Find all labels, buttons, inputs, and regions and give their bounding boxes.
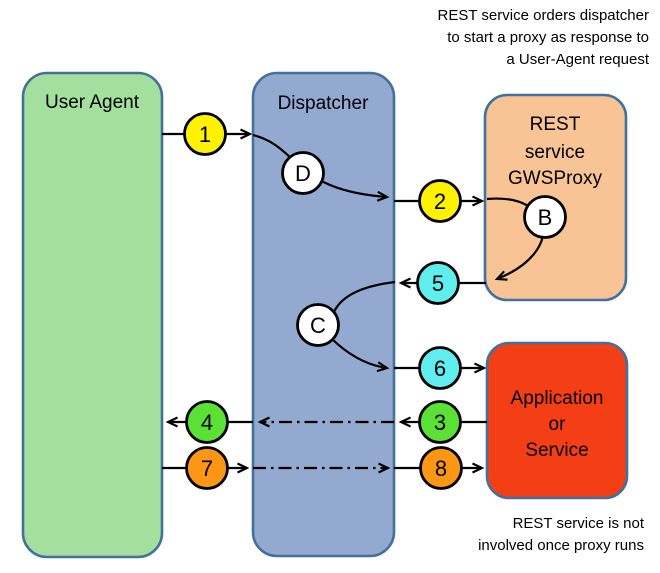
application-label-line1: Application: [511, 388, 604, 409]
step-4-circle: [185, 400, 229, 444]
step-2-circle: [418, 179, 462, 223]
application-service-box: [485, 341, 629, 500]
step-1-circle: [183, 112, 227, 156]
step-5-label: 5: [432, 271, 444, 296]
bottom-annotation-line1: REST service is not: [513, 515, 645, 532]
top-annotation-line3: a User-Agent request: [506, 51, 649, 68]
dispatcher-curve-c-lower: [331, 338, 390, 373]
dispatcher-label: Dispatcher: [278, 93, 369, 114]
letter-d-label: D: [295, 161, 311, 186]
top-annotation-line1: REST service orders dispatcher: [438, 7, 649, 24]
step-8-label: 8: [435, 456, 447, 481]
rest-service-label-line1: REST: [530, 114, 581, 135]
letter-c-circle: [296, 303, 340, 347]
step-7-circle: [185, 446, 229, 490]
rest-service-box: [483, 93, 628, 302]
application-label-line3: Service: [525, 440, 588, 461]
step-6-circle: [418, 346, 462, 390]
step-1-label: 1: [199, 122, 211, 147]
application-label-line2: or: [549, 414, 567, 435]
dispatcher-curve-c-upper: [333, 280, 396, 313]
step-3-circle: [418, 400, 462, 444]
step-8-circle: [419, 446, 463, 490]
rest-service-label-line3: GWSProxy: [508, 168, 602, 189]
step-2-label: 2: [434, 189, 446, 214]
step-3-label: 3: [434, 410, 446, 435]
top-annotation-line2: to start a proxy as response to: [447, 29, 649, 46]
step-7-label: 7: [201, 456, 213, 481]
rest-service-label-line2: service: [525, 142, 585, 163]
letter-b-circle: [523, 195, 567, 239]
step-4-label: 4: [201, 410, 213, 435]
user-agent-label: User Agent: [45, 92, 140, 113]
letter-d-circle: [281, 151, 325, 195]
letter-b-label: B: [538, 205, 553, 230]
step-5-circle: [416, 261, 460, 305]
user-agent-box: [21, 71, 164, 559]
bottom-annotation-line2: involved once proxy runs: [478, 537, 644, 554]
letter-c-label: C: [310, 313, 326, 338]
step-6-label: 6: [434, 356, 446, 381]
